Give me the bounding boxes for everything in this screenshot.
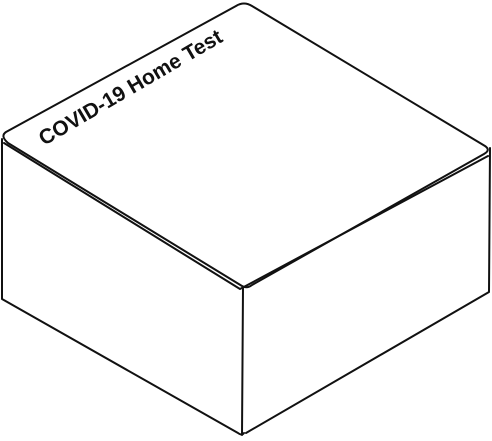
box-top-face — [3, 3, 488, 288]
box-right-face — [244, 147, 490, 436]
box-front-edge — [241, 287, 244, 436]
box-top-outline — [2, 2, 489, 289]
box-lid-edge — [3, 142, 489, 290]
box-right-outline — [245, 147, 491, 434]
box-left-face — [2, 140, 242, 436]
box-left-outline — [1, 138, 245, 436]
